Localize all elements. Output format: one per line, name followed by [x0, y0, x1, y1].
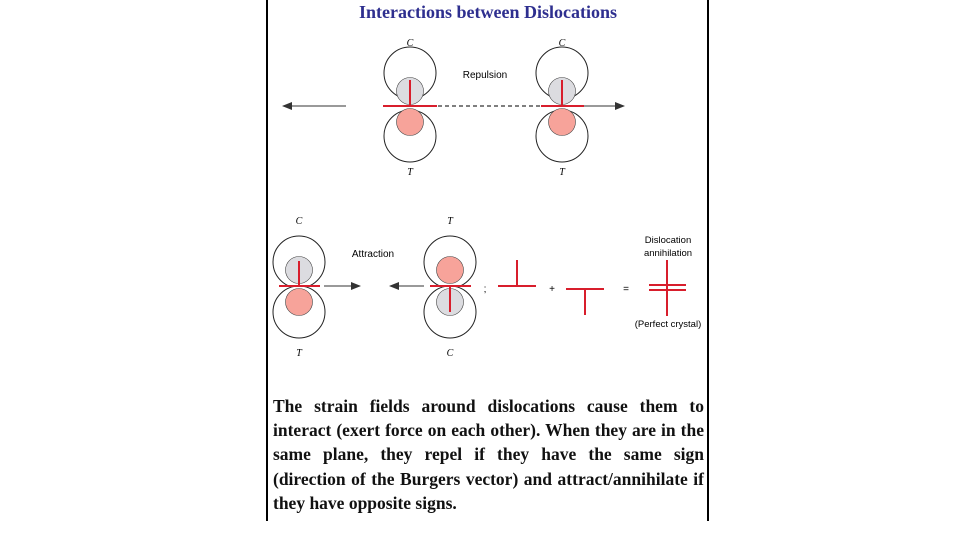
dislocation-2	[535, 46, 589, 163]
dislocation-3	[272, 235, 326, 339]
label-c: C	[447, 348, 454, 359]
tension-region	[396, 108, 424, 136]
dislocation-interaction-diagram: C C T T Repulsion	[272, 38, 702, 359]
annihilation-label-line1: Dislocation	[645, 235, 691, 246]
repulsion-label: Repulsion	[463, 70, 507, 81]
annihilation-equation: ; + = Dislocation annihilation (Perfect …	[484, 235, 702, 330]
perfect-crystal-label: (Perfect crystal)	[635, 319, 702, 330]
slide-title: Interactions between Dislocations	[359, 2, 617, 22]
positive-edge-dislocation-symbol	[498, 260, 536, 287]
tension-region	[285, 288, 313, 316]
semicolon-symbol: ;	[484, 284, 487, 295]
plus-symbol: +	[549, 284, 555, 295]
right-border-line	[707, 0, 709, 521]
attraction-diagram: C T T C Attraction	[272, 216, 477, 359]
label-t: T	[559, 167, 566, 178]
equals-symbol: =	[623, 284, 629, 295]
label-c: C	[296, 216, 303, 227]
annihilated-dislocation-symbol	[649, 260, 686, 316]
tension-region	[436, 256, 464, 284]
label-c: C	[407, 38, 414, 49]
label-t: T	[407, 167, 414, 178]
attraction-label: Attraction	[352, 249, 394, 260]
label-c: C	[559, 38, 566, 49]
negative-edge-dislocation-symbol	[566, 288, 604, 315]
label-t: T	[296, 348, 303, 359]
caption-text: The strain fields around dislocations ca…	[273, 396, 704, 513]
repulsion-diagram: C C T T Repulsion	[282, 38, 625, 178]
tension-region	[548, 108, 576, 136]
annihilation-label-line2: annihilation	[644, 248, 692, 259]
label-t: T	[447, 216, 454, 227]
dislocation-1	[383, 46, 437, 163]
dislocation-4	[423, 235, 477, 339]
left-border-line	[266, 0, 268, 521]
